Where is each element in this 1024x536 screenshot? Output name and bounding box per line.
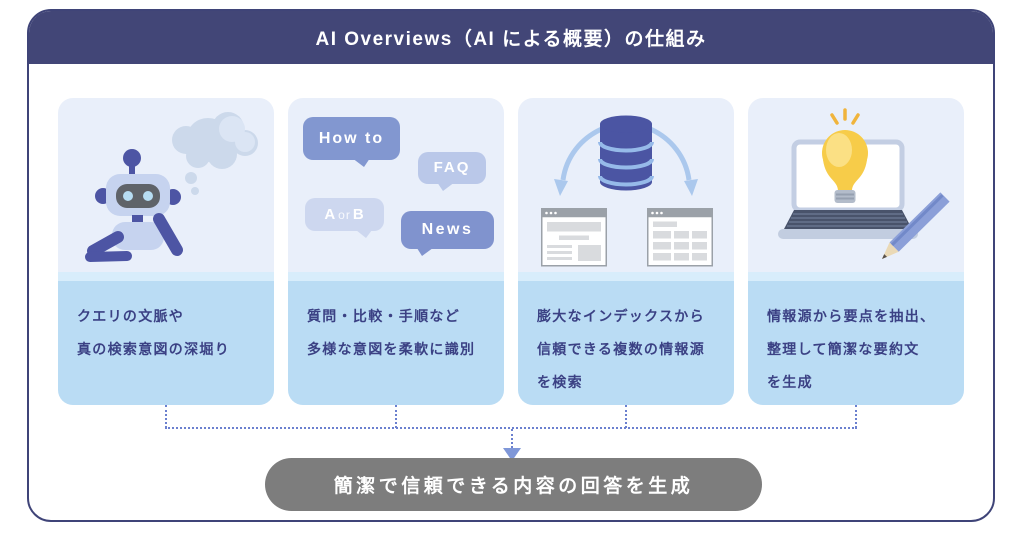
card-divider bbox=[748, 272, 964, 281]
title-bar: AI Overviews（AI による概要）の仕組み bbox=[29, 11, 993, 64]
step-illustration bbox=[58, 98, 274, 272]
pencil-icon bbox=[882, 192, 950, 259]
step-text: 情報源から要点を抽出、 整理して簡潔な要約文 を生成 bbox=[748, 281, 964, 405]
bubble-label: How to bbox=[318, 130, 385, 147]
connector-stub-2 bbox=[395, 405, 397, 428]
card-divider bbox=[58, 272, 274, 281]
step-illustration bbox=[518, 98, 734, 272]
robot-thinking-icon bbox=[85, 112, 258, 262]
step-text-line: 多様な意図を柔軟に識別 bbox=[307, 341, 476, 357]
bubble-label: or bbox=[338, 208, 351, 222]
step-card-summary-generation: 情報源から要点を抽出、 整理して簡潔な要約文 を生成 bbox=[748, 98, 964, 405]
step-text-line: 情報源から要点を抽出、 bbox=[767, 308, 936, 324]
connector-horizontal-line bbox=[165, 427, 857, 429]
database-search-icon bbox=[541, 115, 713, 267]
curved-arrow-right-icon bbox=[646, 125, 698, 196]
speech-bubble-howto: How to bbox=[303, 117, 400, 160]
speech-bubble-news: News bbox=[401, 211, 494, 249]
down-arrow-icon bbox=[503, 448, 521, 461]
connector-stub-3 bbox=[625, 405, 627, 428]
step-text-line: 整理して簡潔な要約文 bbox=[767, 341, 920, 357]
connector-stub-4 bbox=[855, 405, 857, 428]
conclusion-pill: 簡潔で信頼できる内容の回答を生成 bbox=[265, 458, 762, 511]
step-text: クエリの文脈や 真の検索意図の深堀り bbox=[58, 281, 274, 405]
step-text-line: 質問・比較・手順など bbox=[307, 308, 460, 324]
step-card-query-understanding: クエリの文脈や 真の検索意図の深堀り bbox=[58, 98, 274, 405]
card-divider bbox=[518, 272, 734, 281]
step-text: 膨大なインデックスから 信頼できる複数の情報源 を検索 bbox=[518, 281, 734, 405]
step-text-line: 信頼できる複数の情報源 bbox=[537, 341, 706, 357]
lightbulb-icon bbox=[822, 108, 868, 203]
bubble-label: News bbox=[421, 221, 474, 238]
bubble-label: B bbox=[352, 206, 365, 223]
robot-icon bbox=[85, 149, 183, 262]
curved-arrow-left-icon bbox=[554, 125, 606, 196]
laptop-idea-icon bbox=[778, 108, 950, 259]
step-text-line: クエリの文脈や bbox=[77, 308, 185, 324]
browser-window-grid-icon bbox=[647, 208, 713, 267]
thought-bubble-icon bbox=[172, 112, 258, 195]
card-divider bbox=[288, 272, 504, 281]
page-title: AI Overviews（AI による概要）の仕組み bbox=[315, 29, 707, 50]
conclusion-label: 簡潔で信頼できる内容の回答を生成 bbox=[333, 476, 694, 497]
step-text-line: を生成 bbox=[767, 374, 813, 390]
step-card-index-search: 膨大なインデックスから 信頼できる複数の情報源 を検索 bbox=[518, 98, 734, 405]
database-icon bbox=[598, 115, 654, 191]
bubble-label: A bbox=[324, 206, 337, 223]
step-text-line: 膨大なインデックスから bbox=[537, 308, 705, 324]
infographic-frame: AI Overviews（AI による概要）の仕組み bbox=[27, 9, 995, 522]
connector-stub-1 bbox=[165, 405, 167, 428]
step-text: 質問・比較・手順など 多様な意図を柔軟に識別 bbox=[288, 281, 504, 405]
speech-bubble-faq: FAQ bbox=[418, 152, 486, 184]
browser-window-article-icon bbox=[541, 208, 607, 267]
step-text-line: 真の検索意図の深堀り bbox=[77, 341, 230, 357]
step-text-line: を検索 bbox=[537, 374, 583, 390]
bubble-label: FAQ bbox=[433, 159, 471, 176]
step-illustration bbox=[748, 98, 964, 272]
connector-center-stub bbox=[511, 429, 513, 448]
